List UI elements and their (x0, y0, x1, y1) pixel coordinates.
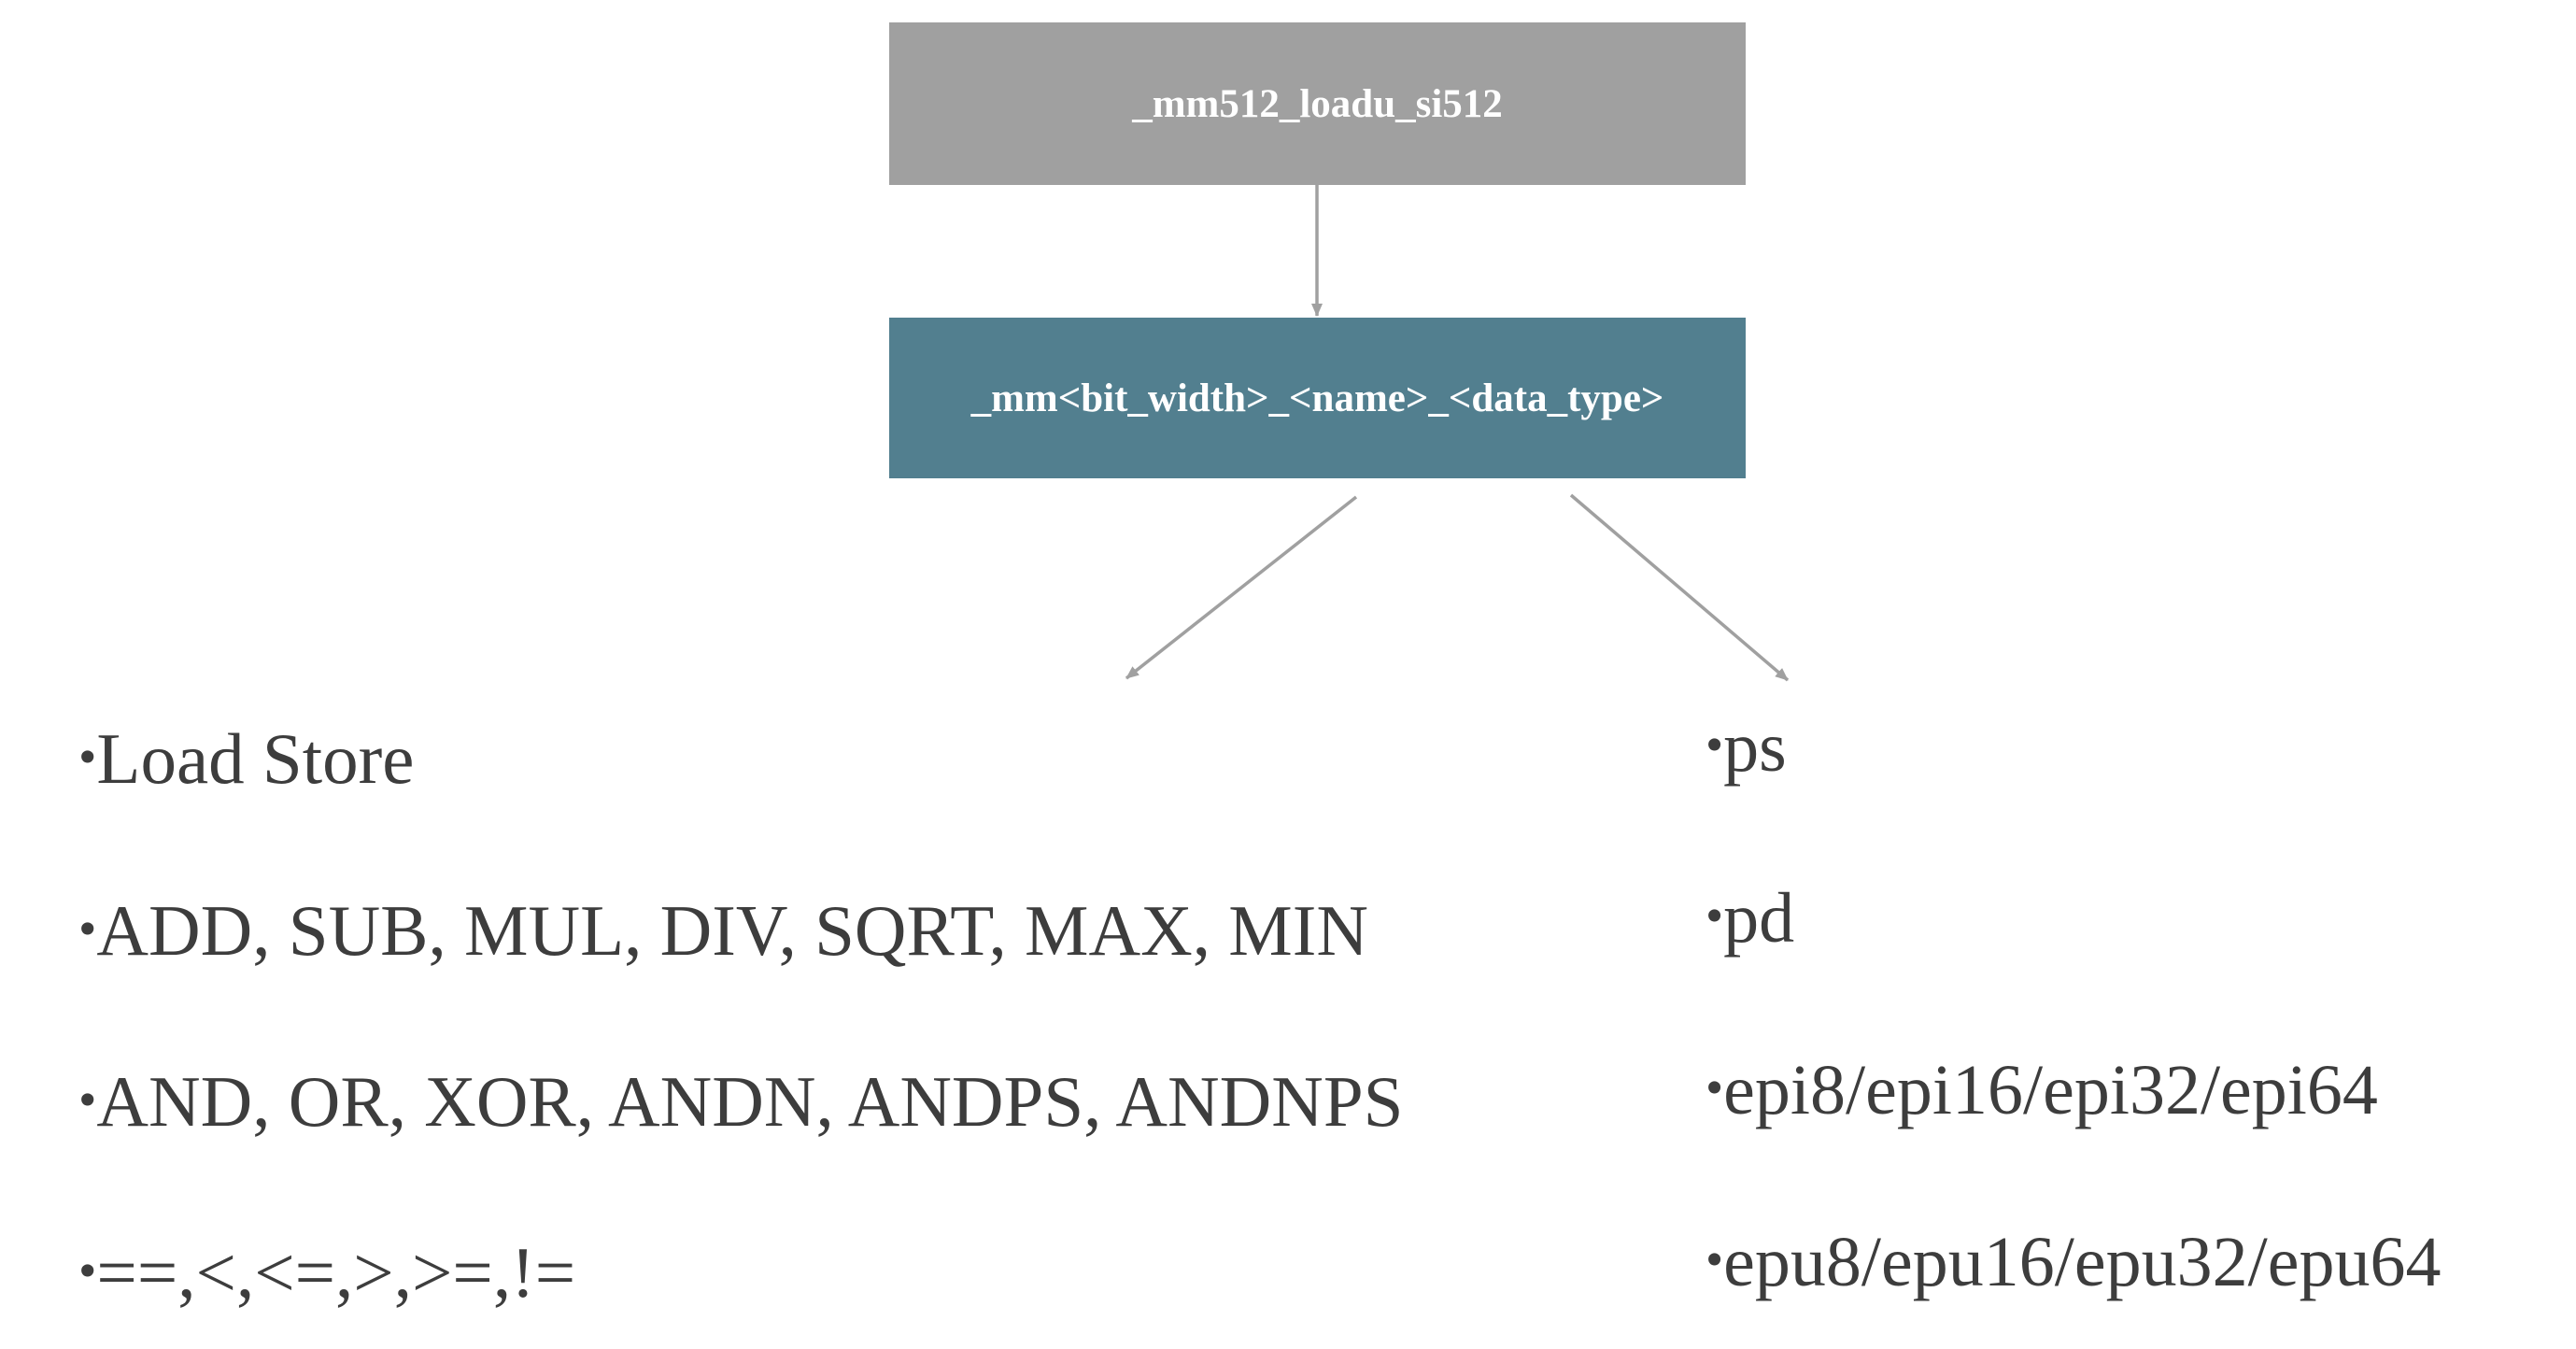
right-list: •ps •pd •epi8/epi16/epi32/epi64 •epu8/ep… (1706, 0, 2546, 1349)
middle-node-label: _mm<bit_width>_<name>_<data_type> (970, 376, 1664, 420)
right-list-item-label: pd (1723, 879, 1795, 958)
left-list-item-label: AND, OR, XOR, ANDN, ANDPS, ANDNPS (96, 1061, 1404, 1142)
right-list-item: •epi8/epi16/epi32/epi64 (1706, 1055, 2378, 1126)
bullet-icon: • (1706, 887, 1724, 944)
bullet-icon: • (78, 1242, 97, 1299)
bullet-icon: • (78, 1071, 97, 1129)
left-list-item-label: ADD, SUB, MUL, DIV, SQRT, MAX, MIN (96, 890, 1368, 971)
bullet-icon: • (78, 728, 97, 786)
bullet-icon: • (1706, 1058, 1724, 1116)
arrow-middle-to-right-list (1569, 493, 1790, 682)
left-list: •Load Store •ADD, SUB, MUL, DIV, SQRT, M… (78, 0, 1620, 1349)
left-list-item: •AND, OR, XOR, ANDN, ANDPS, ANDNPS (78, 1066, 1404, 1138)
top-node-box: _mm512_loadu_si512 (889, 22, 1746, 185)
bullet-icon: • (1706, 716, 1724, 774)
right-list-item: •pd (1706, 883, 1794, 954)
top-node-label: _mm512_loadu_si512 (1132, 81, 1503, 126)
right-list-item: •ps (1706, 712, 1787, 783)
left-list-item: •Load Store (78, 723, 414, 795)
left-list-item-label: Load Store (96, 718, 415, 799)
left-list-item-label: ==,<,<=,>,>=,!= (96, 1232, 576, 1313)
middle-node-box: _mm<bit_width>_<name>_<data_type> (889, 318, 1746, 478)
bullet-icon: • (78, 900, 97, 958)
right-list-item-label: epi8/epi16/epi32/epi64 (1723, 1051, 2378, 1129)
right-list-item-label: epu8/epu16/epu32/epu64 (1723, 1223, 2442, 1301)
arrow-middle-to-left-list (1125, 495, 1358, 680)
left-list-item: •ADD, SUB, MUL, DIV, SQRT, MAX, MIN (78, 895, 1368, 967)
left-list-item: •==,<,<=,>,>=,!= (78, 1237, 575, 1309)
bullet-icon: • (1706, 1230, 1724, 1288)
right-list-item-label: ps (1723, 708, 1787, 787)
right-list-item: •epu8/epu16/epu32/epu64 (1706, 1227, 2441, 1298)
